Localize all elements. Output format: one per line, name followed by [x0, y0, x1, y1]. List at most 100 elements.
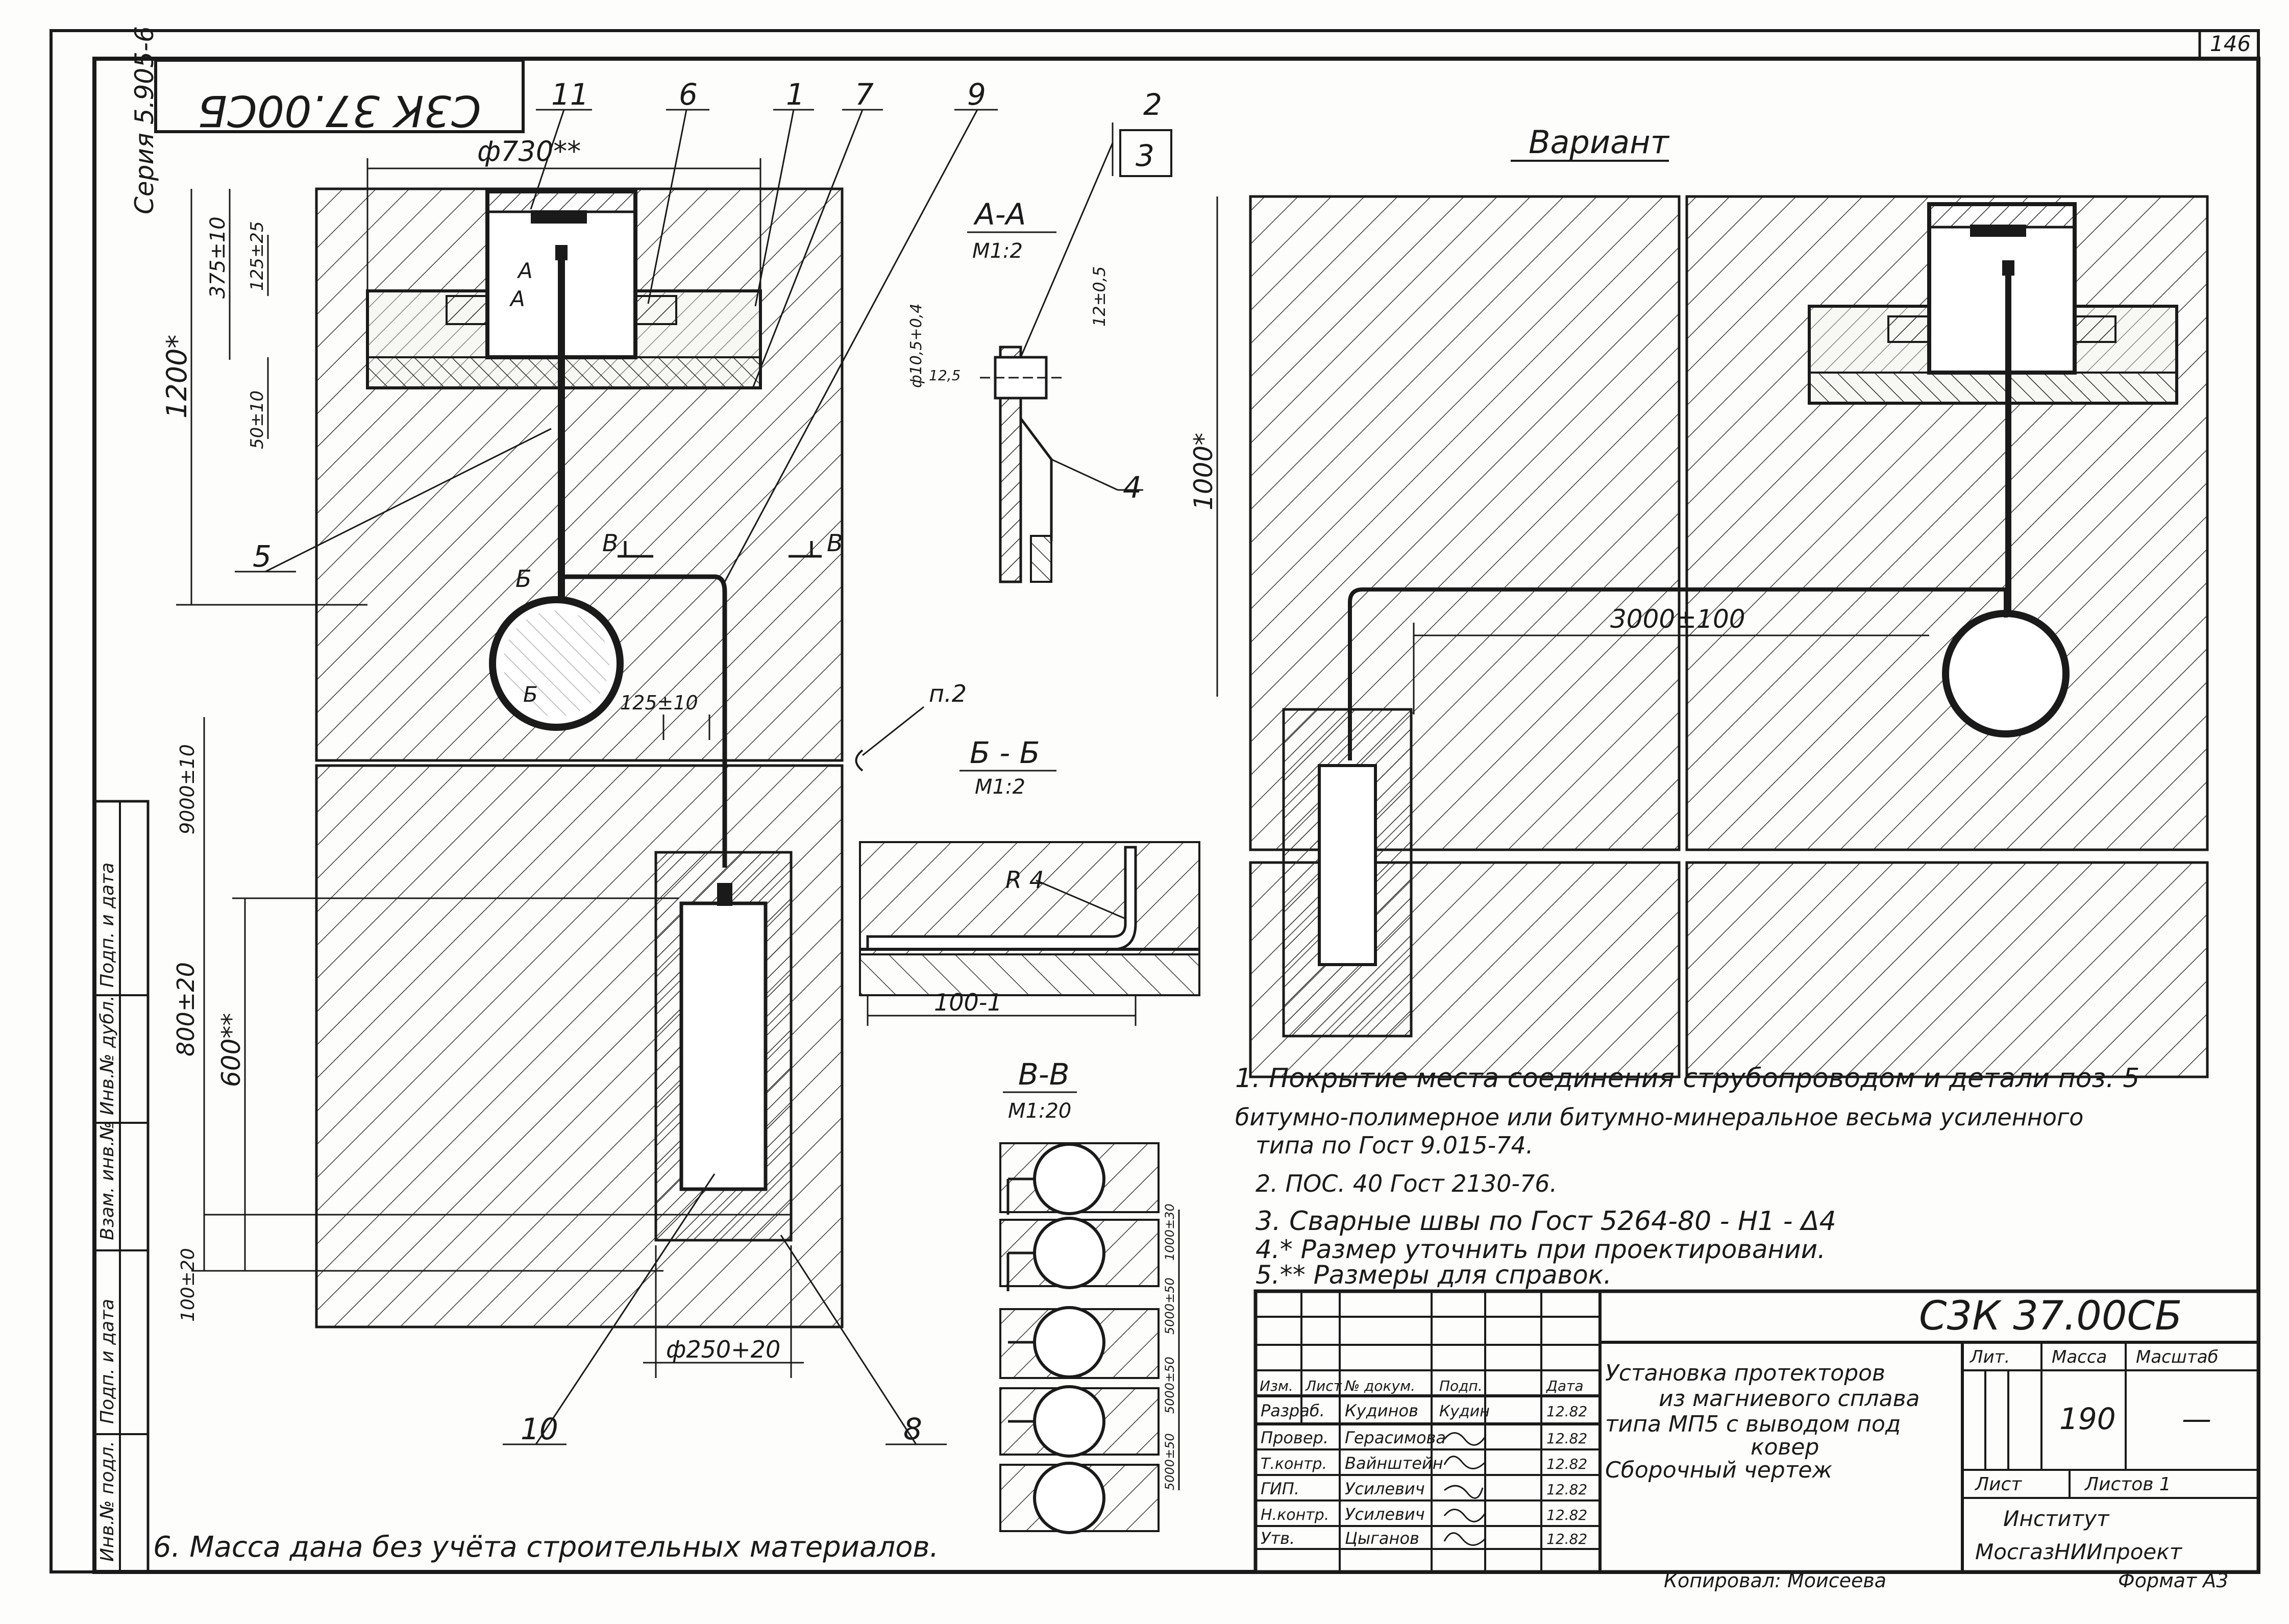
- row-date: 12.82: [1546, 1481, 1587, 1498]
- vv-dim-3: 5000±50: [1163, 1357, 1177, 1414]
- notes: 1. Покрытие места соединения струбопрово…: [1235, 1063, 2139, 1290]
- cut-a-label: А: [516, 258, 533, 283]
- stamp-podp-1: Подп. и дата: [97, 1299, 118, 1424]
- section-bb-title: Б - Б: [970, 735, 1040, 770]
- series-label: Серия 5.905-6: [130, 26, 159, 214]
- title-line-3: типа МП5 с выводом под: [1605, 1411, 1901, 1437]
- position-leaders: [235, 109, 998, 1445]
- section-vv-title: В-В: [1018, 1057, 1070, 1092]
- note-ref-p2: п.2: [929, 680, 967, 707]
- pos-10: 10: [521, 1412, 558, 1446]
- row-date: 12.82: [1546, 1403, 1587, 1420]
- section-vv-scale: М1:20: [1008, 1099, 1071, 1123]
- pos-11: 11: [551, 77, 589, 112]
- cut-v-right: В: [827, 529, 843, 557]
- row-role: Разраб.: [1261, 1401, 1325, 1420]
- dim-diameter: ф730**: [477, 135, 581, 167]
- title-code: С3К 37.00СБ: [1919, 1293, 2182, 1339]
- stamp-vzam: Взам. инв.№: [97, 1121, 118, 1240]
- scale-label: Масштаб: [2136, 1347, 2219, 1367]
- row-name: Кудинов: [1345, 1401, 1418, 1420]
- vv-dim-4: 5000±50: [1163, 1433, 1177, 1490]
- rotated-drawing-code: С3К 37.00СБ: [198, 86, 481, 136]
- note-1b: битумно-полимерное или битумно-минеральн…: [1235, 1103, 2083, 1131]
- mass-note: 6. Масса дана без учёта строительных мат…: [153, 1531, 939, 1564]
- row-date: 12.82: [1546, 1507, 1587, 1523]
- anode: [679, 901, 768, 1191]
- side-stamp: Инв.№ подл. Подп. и дата Взам. инв.№ Инв…: [93, 800, 150, 1573]
- variant-title: Вариант: [1529, 124, 1670, 161]
- copied-by: Копировал: Моисеева: [1664, 1569, 1886, 1592]
- note-1c: типа по Гост 9.015-74.: [1256, 1131, 1533, 1159]
- dim-anode-zone: 800±20: [172, 962, 200, 1056]
- dim-offset: 125±10: [620, 692, 698, 714]
- pos-2: 2: [1143, 87, 1162, 122]
- note-2: 2. ПОС. 40 Гост 2130-76.: [1256, 1170, 1557, 1197]
- format-label: Формат А3: [2118, 1569, 2228, 1592]
- cut-v-left: В: [602, 529, 619, 557]
- stamp-inv-dubl: Инв.№ дубл.: [97, 995, 118, 1115]
- row-name: Усилевич: [1345, 1505, 1425, 1524]
- dim-anode-diameter: ф250+20: [666, 1336, 780, 1363]
- signature-scribbles: [1443, 1432, 1486, 1546]
- dim-ring-height: 50±10: [247, 390, 267, 449]
- pos-1: 1: [786, 77, 805, 112]
- pos-7: 7: [855, 77, 874, 112]
- title-line-4: ковер: [1751, 1434, 1819, 1460]
- col-doc: № докум.: [1344, 1377, 1415, 1394]
- row-name: Вайнштейн: [1345, 1454, 1443, 1473]
- row-date: 12.82: [1546, 1531, 1587, 1547]
- row-role: Утв.: [1261, 1529, 1295, 1548]
- stamp-inv-podl: Инв.№ подл.: [97, 1441, 118, 1562]
- section-aa-scale: М1:2: [972, 239, 1023, 263]
- section-vv: В-В М1:20 1000±30 5000±50 5000±50 5000±5…: [999, 1057, 1180, 1534]
- pos-5: 5: [253, 539, 272, 574]
- row-role: ГИП.: [1261, 1479, 1299, 1498]
- section-aa-title: А-А: [973, 197, 1026, 232]
- vv-dim-1: 1000±30: [1163, 1203, 1177, 1261]
- stamp-podp-2: Подп. и дата: [97, 863, 118, 988]
- row-sign: Кудин: [1439, 1402, 1490, 1420]
- note-4: 4.* Размер уточнить при проектировании.: [1256, 1235, 1826, 1264]
- pos-4: 4: [1123, 470, 1142, 505]
- variant-dim-horizontal: 3000±100: [1610, 604, 1745, 634]
- note-3: 3. Сварные швы по Гост 5264-80 - Н1 - Δ4: [1256, 1206, 1836, 1237]
- main-view: В В А А Б Б п.2: [161, 77, 998, 1446]
- institute-name: МосгазНИИпроект: [1975, 1539, 2183, 1564]
- pos-8: 8: [903, 1412, 922, 1446]
- pos-3: 3: [1136, 138, 1154, 173]
- section-bb: Б - Б М1:2 R 4 100-1: [859, 735, 1200, 1026]
- variant-dim-vertical: 1000*: [1189, 433, 1218, 510]
- vv-dim-2: 5000±50: [1163, 1277, 1177, 1335]
- aa-dim-offset: 12,5: [929, 367, 961, 384]
- aa-dim-width: 12±0,5: [1090, 266, 1109, 327]
- section-aa: А-А М1:2 2 3 4 ф10,5+0,4 12±0,5 12,5: [907, 87, 1172, 583]
- col-sign: Подп.: [1439, 1377, 1483, 1394]
- col-date: Дата: [1545, 1377, 1584, 1394]
- cut-b-label-2: Б: [523, 682, 538, 707]
- sheets-label: Листов 1: [2084, 1474, 2171, 1495]
- doc-type: Сборочный чертеж: [1605, 1457, 1832, 1483]
- variant-view: Вариант 3000±100 1000*: [1189, 124, 2209, 1078]
- dim-top-height: 375±10: [206, 216, 230, 299]
- bb-length: 100-1: [934, 989, 1002, 1016]
- cut-a-label-2: А: [509, 286, 525, 311]
- rotated-code-box: С3К 37.00СБ: [154, 59, 525, 136]
- row-name: Усилевич: [1345, 1479, 1425, 1498]
- cut-b-label: Б: [515, 565, 532, 593]
- row-name: Герасимова: [1345, 1428, 1446, 1447]
- institute-label: Институт: [2003, 1506, 2110, 1531]
- note-1: 1. Покрытие места соединения струбопрово…: [1235, 1063, 2139, 1094]
- row-date: 12.82: [1546, 1456, 1587, 1472]
- mass-value: 190: [2059, 1401, 2116, 1436]
- dim-bottom: 100±20: [178, 1248, 199, 1322]
- row-role: Н.контр.: [1261, 1506, 1329, 1524]
- row-date: 12.82: [1546, 1430, 1587, 1447]
- anode-cable: [559, 574, 727, 868]
- carpet-lid: [486, 190, 637, 213]
- signature-rows: Разраб. Кудинов Кудин 12.82 Провер. Гера…: [1261, 1401, 1587, 1548]
- dim-cap-height: 125±25: [247, 221, 267, 291]
- title-line-1: Установка протекторов: [1605, 1360, 1885, 1386]
